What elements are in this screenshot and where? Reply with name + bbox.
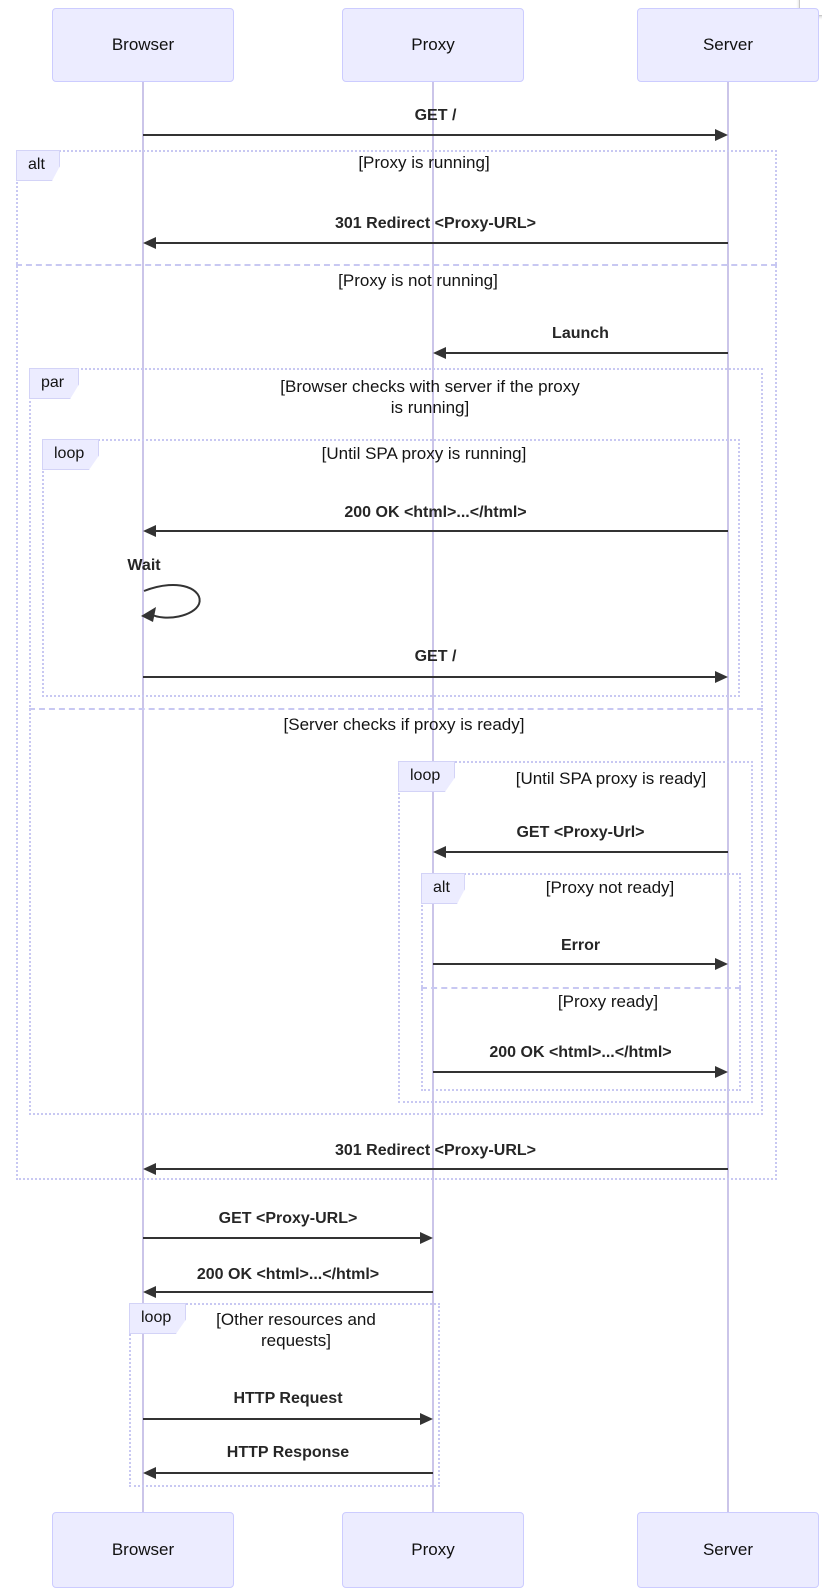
frame-section-condition: [Proxy not ready]	[545, 878, 675, 897]
frame-section-condition: [Server checks if proxy is ready]	[283, 715, 525, 734]
loop-frame-label: loop	[398, 761, 456, 792]
self-loop-arrow	[140, 582, 206, 626]
frame-section-condition: [Until SPA proxy is ready]	[515, 769, 707, 788]
message-label: HTTP Request	[233, 1390, 343, 1407]
message-label: 301 Redirect <Proxy-URL>	[335, 215, 536, 232]
alt-frame-label: alt	[16, 150, 60, 181]
message-arrowhead	[715, 129, 728, 141]
message-arrowhead	[433, 846, 446, 858]
alt-frame	[421, 873, 741, 1091]
lifeline-proxy	[432, 82, 434, 1512]
participant-bottom-box-proxy: Proxy	[342, 1512, 524, 1588]
message-arrow	[154, 242, 728, 244]
message-arrowhead	[433, 347, 446, 359]
message-arrowhead	[143, 1286, 156, 1298]
frame-section-condition: [Browser checks with server if the proxy…	[280, 377, 580, 417]
participant-name: Server	[702, 35, 754, 54]
participant-bottom-box-server: Server	[637, 1512, 819, 1588]
message-arrow	[143, 676, 717, 678]
loop-frame	[129, 1303, 440, 1487]
message-arrow	[433, 1071, 717, 1073]
message-arrow	[154, 1168, 728, 1170]
message-arrowhead	[715, 671, 728, 683]
self-message-label: Wait	[127, 557, 161, 574]
message-label: GET <Proxy-URL>	[218, 1210, 358, 1227]
participant-top-box-server: Server	[637, 8, 819, 82]
message-label: 200 OK <html>...</html>	[489, 1044, 672, 1061]
message-label: HTTP Response	[226, 1444, 350, 1461]
message-label: 200 OK <html>...</html>	[196, 1266, 380, 1283]
message-arrowhead	[715, 958, 728, 970]
participant-top-box-browser: Browser	[52, 8, 234, 82]
message-arrow	[444, 851, 728, 853]
message-arrowhead	[143, 237, 156, 249]
message-arrowhead	[715, 1066, 728, 1078]
frame-section-divider	[421, 987, 741, 989]
loop-frame-label: loop	[42, 439, 100, 470]
message-label: GET /	[414, 648, 457, 665]
lifeline-server	[727, 82, 729, 1512]
participant-name: Browser	[111, 35, 175, 54]
alt-frame	[16, 150, 777, 1180]
message-label: 301 Redirect <Proxy-URL>	[335, 1142, 536, 1159]
participant-name: Server	[702, 1540, 754, 1559]
participant-name: Browser	[111, 1540, 175, 1559]
message-label: Launch	[552, 325, 609, 342]
message-arrow	[143, 134, 717, 136]
message-arrow	[433, 963, 717, 965]
message-arrowhead	[143, 1163, 156, 1175]
frame-section-divider	[29, 708, 763, 710]
par-frame	[29, 368, 763, 1115]
message-arrow	[444, 352, 728, 354]
frame-section-condition: [Until SPA proxy is running]	[321, 444, 527, 463]
message-label: 200 OK <html>...</html>	[344, 504, 527, 521]
participant-top-box-proxy: Proxy	[342, 8, 524, 82]
participant-name: Proxy	[411, 35, 455, 54]
frame-section-condition: [Proxy ready]	[557, 992, 659, 1011]
par-frame-label: par	[29, 368, 80, 399]
participant-bottom-box-browser: Browser	[52, 1512, 234, 1588]
loop-frame-label: loop	[129, 1303, 187, 1334]
frame-section-condition: [Other resources and requests]	[216, 1310, 376, 1350]
frame-section-condition: [Proxy is not running]	[338, 271, 498, 290]
frame-section-condition: [Proxy is running]	[358, 153, 490, 172]
message-arrow	[143, 1237, 422, 1239]
message-arrow	[154, 1291, 433, 1293]
message-label: GET <Proxy-Url>	[516, 824, 645, 841]
frame-section-divider	[16, 264, 777, 266]
participant-name: Proxy	[411, 1540, 455, 1559]
message-arrowhead	[143, 1467, 156, 1479]
message-arrow	[154, 530, 728, 532]
message-arrow	[143, 1418, 422, 1420]
message-label: Error	[560, 937, 601, 954]
alt-frame-label: alt	[421, 873, 465, 904]
loop-frame	[42, 439, 740, 697]
loop-frame	[398, 761, 753, 1103]
message-label: GET /	[414, 107, 457, 124]
message-arrowhead	[420, 1232, 433, 1244]
lifeline-browser	[142, 82, 144, 1512]
message-arrowhead	[143, 525, 156, 537]
message-arrowhead	[420, 1413, 433, 1425]
message-arrow	[154, 1472, 433, 1474]
